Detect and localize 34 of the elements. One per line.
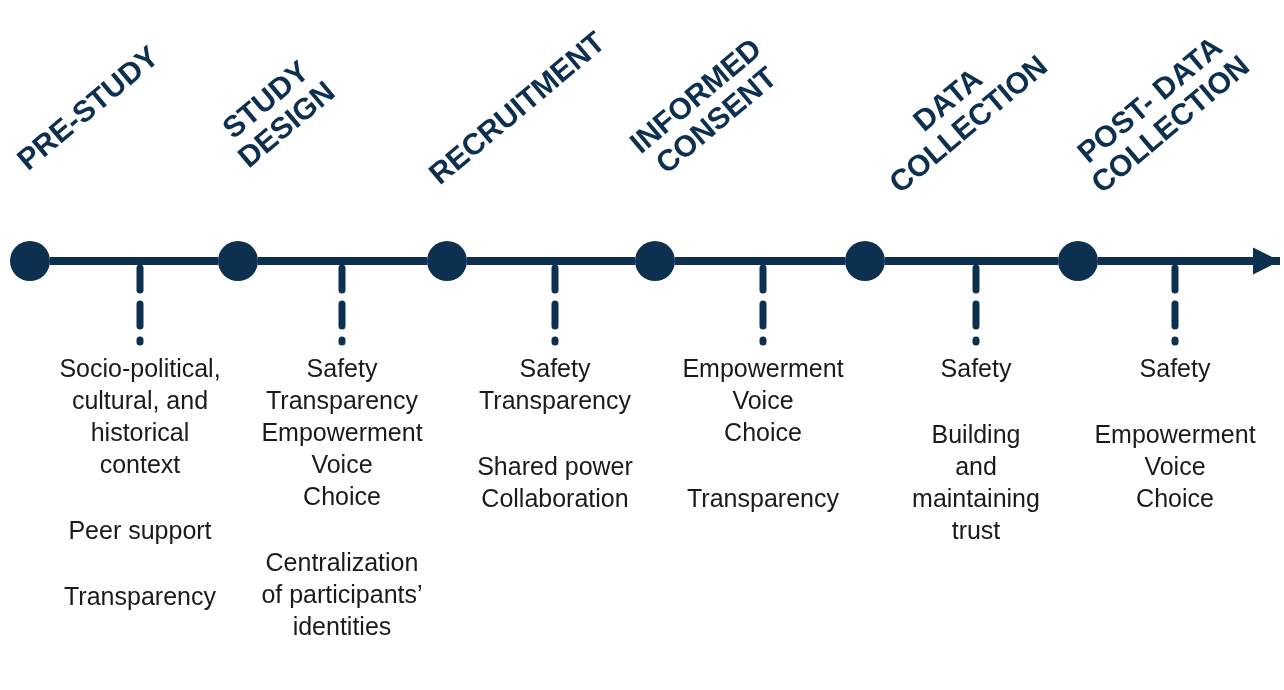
note-text: Safety — [518, 353, 592, 384]
note-text: Choice — [1135, 483, 1215, 514]
note-text: Transparency — [265, 385, 419, 416]
note-text: Centralization of participants’ identities — [260, 547, 424, 642]
timeline-line — [50, 257, 218, 265]
note-text: Empowerment — [681, 353, 845, 384]
dashed-tick — [759, 264, 767, 346]
note-text: Safety — [1138, 353, 1212, 384]
note-text: Socio-political, cultural, and historical context — [58, 353, 222, 480]
dashed-tick — [551, 264, 559, 346]
note-text: Choice — [302, 481, 382, 512]
note-text: Safety — [939, 353, 1013, 384]
timeline-line — [675, 257, 845, 265]
timeline-line — [467, 257, 635, 265]
dashed-tick — [972, 264, 980, 346]
note-text: Transparency — [686, 483, 840, 514]
note-text: Shared power — [476, 451, 634, 482]
note-text: Collaboration — [480, 483, 630, 514]
note-text: Voice — [310, 449, 374, 480]
dashed-tick — [136, 264, 144, 346]
note-text: Voice — [731, 385, 795, 416]
note-text: Empowerment — [260, 417, 424, 448]
note-text: Choice — [723, 417, 803, 448]
note-text: Voice — [1143, 451, 1207, 482]
timeline-line — [885, 257, 1058, 265]
note-text: Empowerment — [1093, 419, 1257, 450]
timeline-line — [258, 257, 427, 265]
note-text: Building and maintaining trust — [912, 419, 1040, 546]
dashed-tick — [338, 264, 346, 346]
note-text: Safety — [305, 353, 379, 384]
note-text: Transparency — [63, 581, 217, 612]
note-text: Peer support — [67, 515, 213, 546]
dashed-tick — [1171, 264, 1179, 346]
note-text: Transparency — [478, 385, 632, 416]
